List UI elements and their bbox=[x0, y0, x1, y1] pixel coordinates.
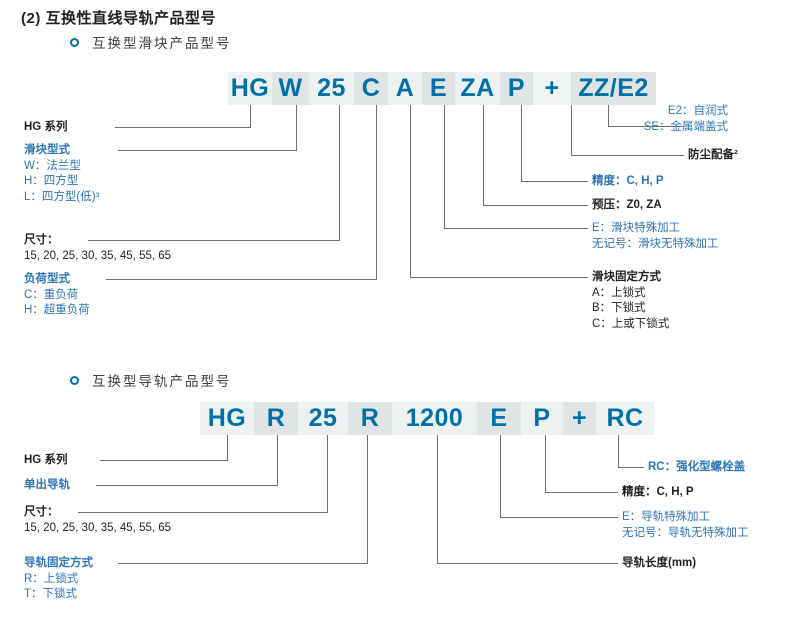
model-code-rail-cell-6: P bbox=[521, 402, 563, 435]
subsection-heading-slider: 互换型滑块产品型号 bbox=[70, 32, 232, 52]
annotation-size-1: 尺寸： 15, 20, 25, 30, 35, 45, 55, 65 bbox=[24, 234, 172, 262]
subsection-title-slider: 互换型滑块产品型号 bbox=[92, 36, 232, 51]
model-code-slider-cell-6: ZA bbox=[455, 72, 500, 105]
annotation-dust-options: E2：自润式 SE：金属端盖式 bbox=[643, 105, 728, 133]
annotation-slider-fixing: 滑块固定方式 A：上锁式 B：下锁式 C：上或下锁式 bbox=[592, 271, 670, 330]
model-code-slider-cell-3: C bbox=[354, 72, 388, 105]
annotation-size-2: 尺寸： 15, 20, 25, 30, 35, 45, 55, 65 bbox=[24, 506, 172, 534]
model-code-rail-cell-8: RC bbox=[596, 402, 654, 435]
model-code-rail-cell-7: + bbox=[563, 402, 596, 435]
annotation-accuracy-2: 精度：C, H, P bbox=[622, 486, 694, 498]
bullet-ring-icon bbox=[70, 37, 79, 47]
model-code-rail-cell-0: HG bbox=[200, 402, 254, 435]
model-code-rail-cell-3: R bbox=[348, 402, 392, 435]
annotation-accuracy-1: 精度：C, H, P bbox=[592, 175, 664, 187]
leader-lines-rail bbox=[78, 435, 644, 564]
annotation-rc-bolt-cover: RC：强化型螺栓盖 bbox=[648, 461, 746, 473]
model-code-rail-cell-2: 25 bbox=[298, 402, 348, 435]
model-code-slider-cell-7: P bbox=[500, 72, 533, 105]
bullet-ring-icon-2 bbox=[70, 375, 79, 385]
annotation-rail-machining: E：导轨特殊加工 无记号：导轨无特殊加工 bbox=[622, 511, 749, 539]
model-code-rail-cell-1: R bbox=[254, 402, 298, 435]
annotation-preload: 预压：Z0, ZA bbox=[592, 199, 662, 211]
leader-lines-slider bbox=[88, 105, 684, 280]
annotation-hg-series-1: HG 系列 bbox=[24, 121, 68, 133]
section-number: (2) bbox=[21, 10, 41, 27]
model-code-rail-cell-4: 1200 bbox=[392, 402, 477, 435]
model-code-rail-cell-5: E bbox=[477, 402, 521, 435]
annotation-dust-equipment: 防尘配备² bbox=[688, 149, 738, 161]
annotation-hg-series-2: HG 系列 bbox=[24, 454, 68, 466]
section-title-text: 互换性直线导轨产品型号 bbox=[45, 10, 217, 27]
annotation-rail-length: 导轨长度(mm) bbox=[622, 557, 697, 569]
page-title: (2) 互换性直线导轨产品型号 bbox=[21, 7, 216, 28]
annotation-single-rail: 单出导轨 bbox=[24, 479, 70, 491]
model-code-slider-cell-9: ZZ/E2 bbox=[571, 72, 656, 105]
annotation-slider-machining: E：滑块特殊加工 无记号：滑块无特殊加工 bbox=[592, 222, 719, 250]
model-code-slider-cell-1: W bbox=[272, 72, 309, 105]
model-code-slider-cell-2: 25 bbox=[309, 72, 354, 105]
model-code-slider-cell-8: + bbox=[533, 72, 571, 105]
model-code-slider-cell-0: HG bbox=[228, 72, 272, 105]
annotation-slider-type: 滑块型式 W：法兰型 H：四方型 L：四方型(低)³ bbox=[24, 144, 100, 203]
model-code-slider-cell-4: A bbox=[388, 72, 422, 105]
model-code-slider-cell-5: E bbox=[422, 72, 455, 105]
annotation-load-type: 负荷型式 C：重负荷 H：超重负荷 bbox=[24, 273, 90, 316]
subsection-title-rail: 互换型导轨产品型号 bbox=[92, 374, 232, 389]
annotation-rail-fixing: 导轨固定方式 R：上锁式 T：下锁式 bbox=[24, 557, 93, 600]
subsection-heading-rail: 互换型导轨产品型号 bbox=[70, 370, 232, 390]
